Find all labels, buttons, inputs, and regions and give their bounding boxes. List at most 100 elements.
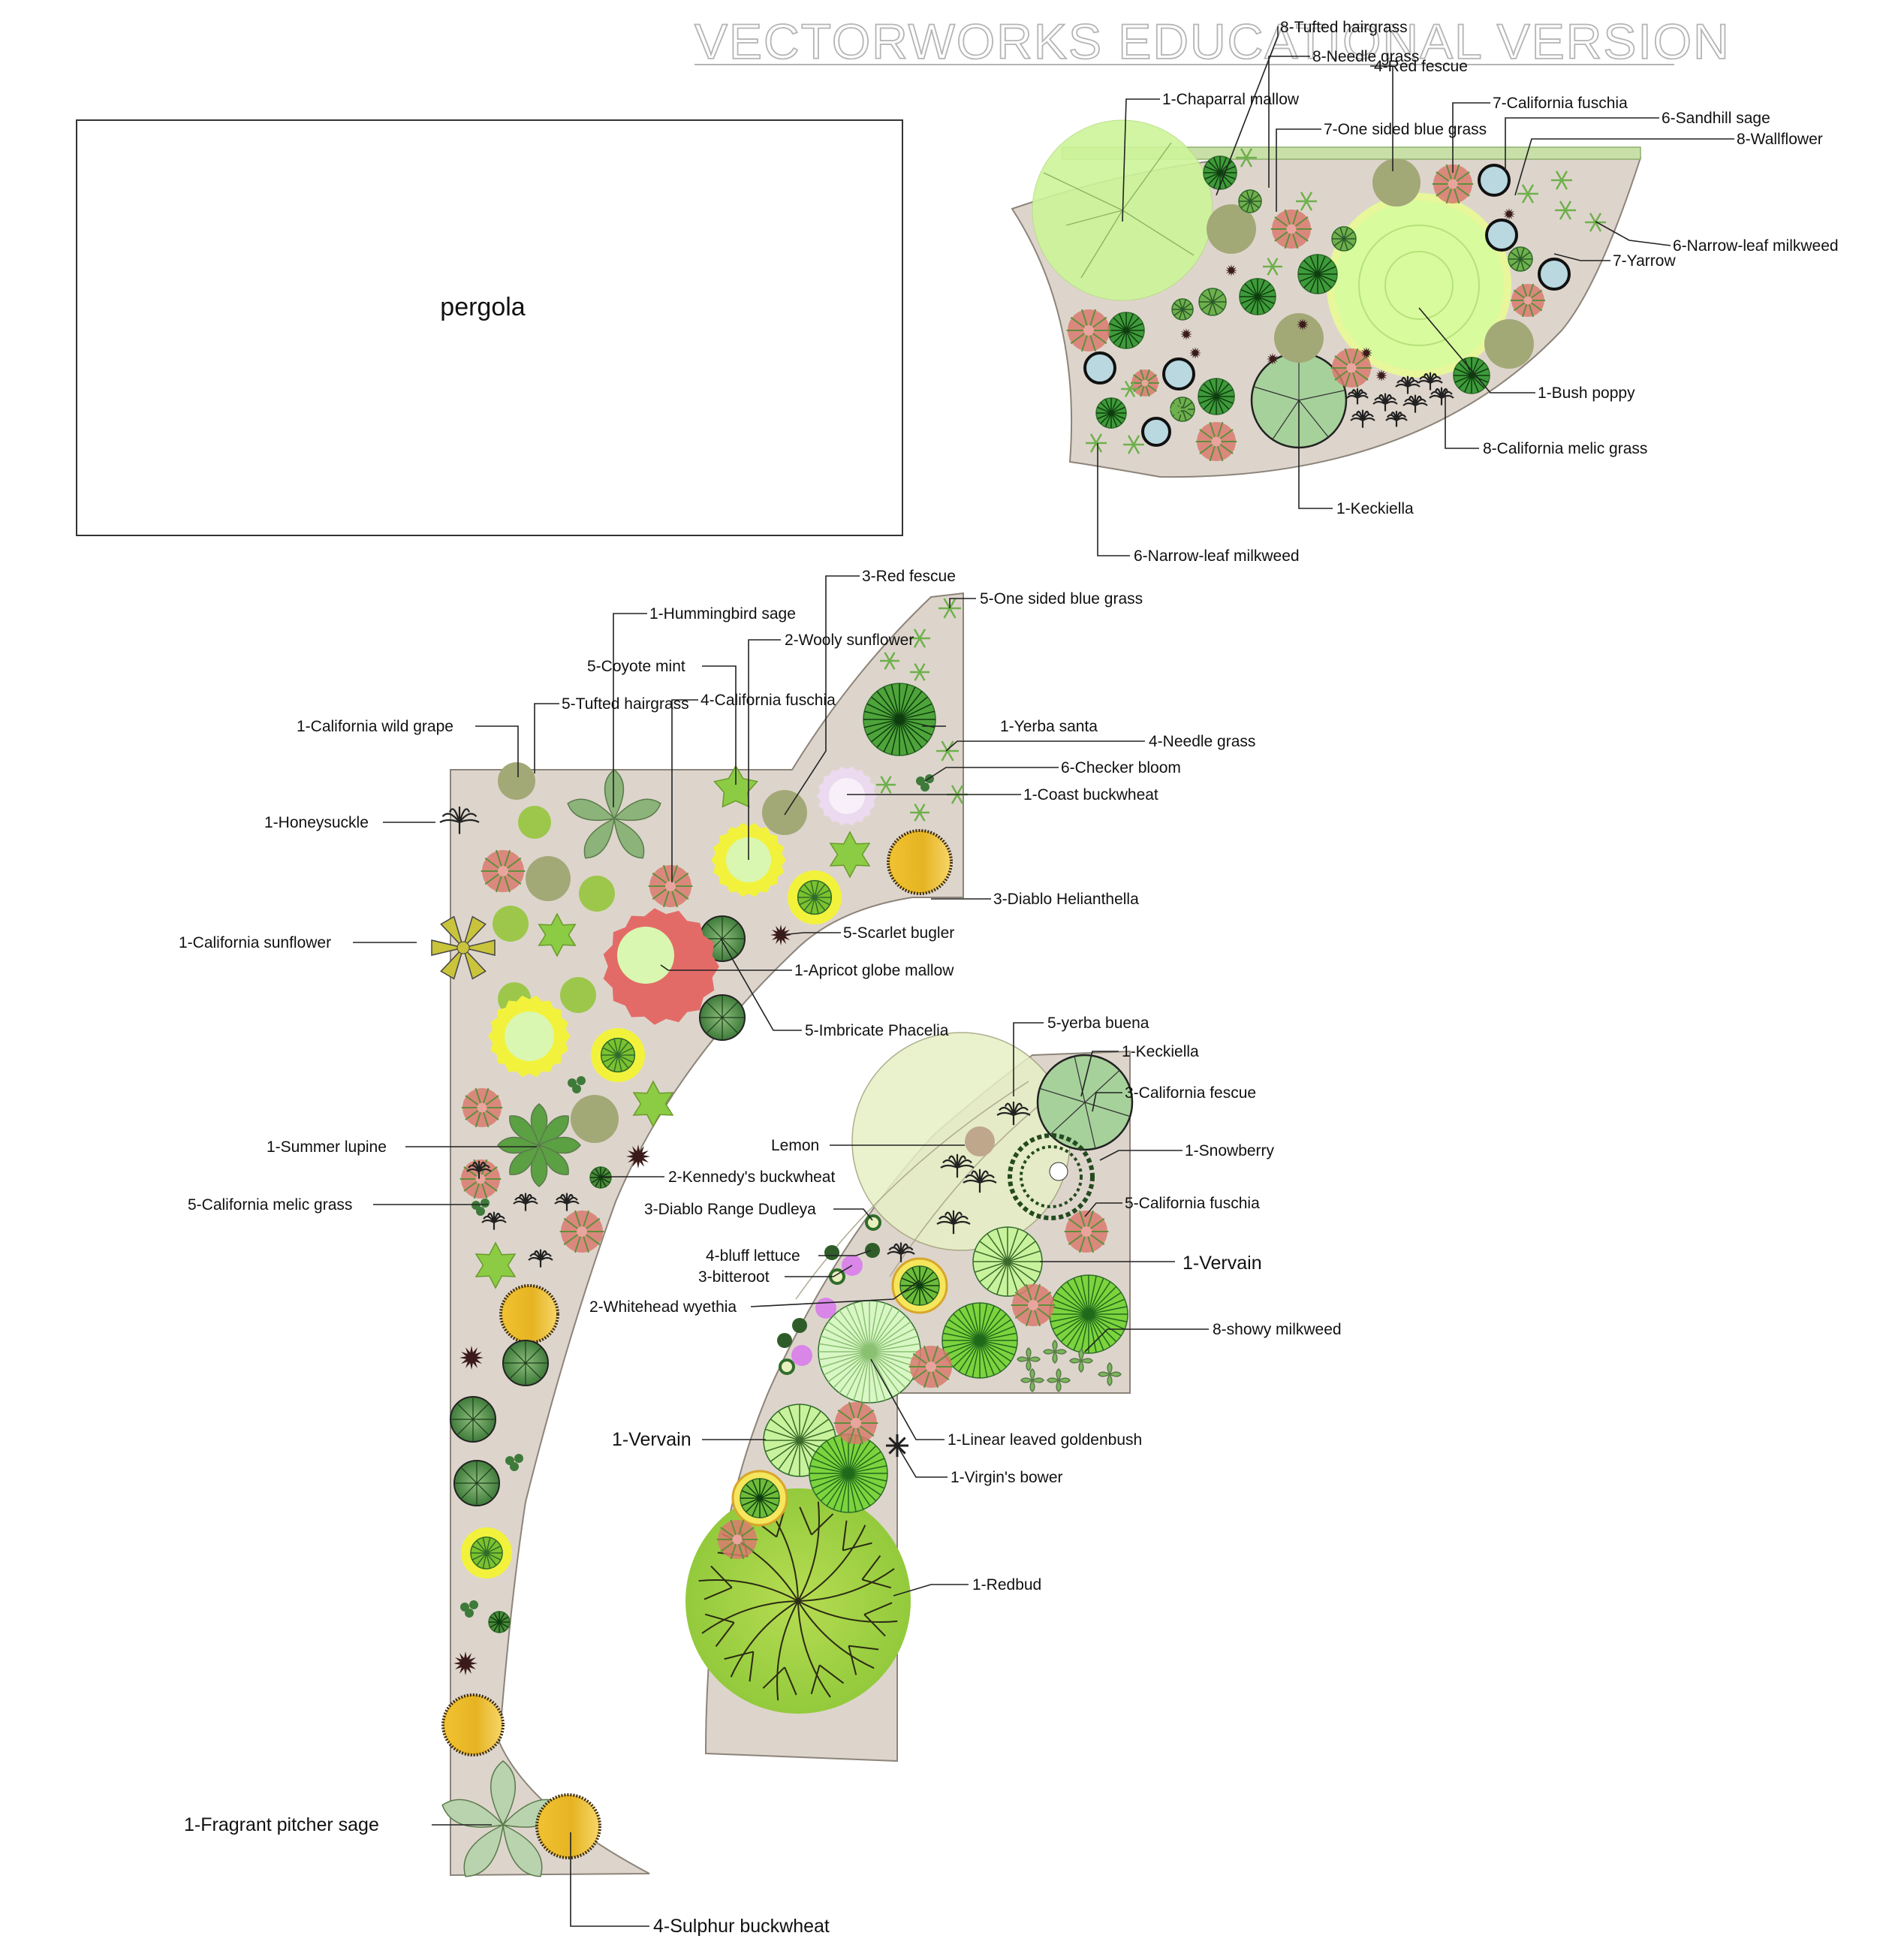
small-ring-symbol <box>865 1214 881 1231</box>
bluff-lettuce-symbol <box>824 1245 839 1260</box>
phacelia-symbol <box>699 994 746 1041</box>
sandhill-sage-symbol <box>1083 351 1116 384</box>
grass-sprig-symbol <box>880 652 899 670</box>
label-bluff-lettuce-4: 4-bluff lettuce <box>706 1247 800 1265</box>
small-ring-symbol <box>779 1358 795 1375</box>
leafy-perennial-symbol <box>497 1103 581 1187</box>
sandhill-sage-symbol <box>1478 164 1511 197</box>
label-california-fuschia-7: 7-California fuschia <box>1493 95 1628 112</box>
left-bed <box>431 592 968 1877</box>
leafy-perennial-symbol <box>567 769 661 859</box>
grass-sprig-symbol <box>1296 191 1317 211</box>
palm-grass-symbol <box>963 1168 997 1193</box>
bluff-lettuce-symbol <box>777 1333 792 1348</box>
label-narrow-leaf-milkweed-6-right: 6-Narrow-leaf milkweed <box>1673 237 1839 255</box>
spoked-grass-symbol <box>797 879 833 915</box>
spoked-grass-symbol <box>1453 357 1490 394</box>
bluff-lettuce-symbol <box>792 1318 807 1333</box>
dark-spiky-symbol <box>1360 347 1372 359</box>
label-diablo-range-dudleya-3: 3-Diablo Range Dudleya <box>644 1201 816 1218</box>
label-coast-buckwheat: 1-Coast buckwheat <box>1023 786 1158 804</box>
spoked-grass-symbol <box>470 1536 503 1570</box>
pergola-label: pergola <box>440 293 526 321</box>
label-yarrow-7: 7-Yarrow <box>1613 252 1676 270</box>
olive-shrub-symbol <box>526 856 571 901</box>
palm-grass-symbol <box>936 1210 971 1235</box>
label-chaparral-mallow: 1-Chaparral mallow <box>1162 91 1300 108</box>
whitehead-wyethia-symbol <box>891 1257 948 1314</box>
grass-sprig-symbol <box>910 663 929 681</box>
sandhill-sage-symbol <box>1538 258 1571 291</box>
keckiella-right-symbol <box>1036 1054 1134 1151</box>
spoked-grass-symbol <box>1508 246 1533 272</box>
spoked-grass-symbol <box>740 1478 780 1518</box>
phacelia-symbol <box>450 1396 496 1443</box>
label-kennedys-buckwheat-2: 2-Kennedy's buckwheat <box>668 1168 835 1186</box>
fuschia-symbol <box>1510 283 1546 318</box>
spoked-grass-symbol <box>972 1226 1043 1297</box>
label-vervain-left: 1-Vervain <box>612 1429 691 1450</box>
palm-grass-symbol <box>481 1211 507 1230</box>
label-coyote-mint-5: 5-Coyote mint <box>587 658 685 675</box>
bush-poppy-symbol <box>1327 193 1511 378</box>
grass-sprig-symbol <box>1263 258 1282 276</box>
fuschia-symbol <box>1066 309 1111 352</box>
label-bitteroot-3: 3-bitteroot <box>698 1268 770 1286</box>
spoked-grass-symbol <box>589 1166 612 1189</box>
sulphur-buckwheat-symbol <box>535 1793 601 1859</box>
olive-shrub-symbol <box>498 762 535 800</box>
palm-grass-symbol <box>887 1242 915 1262</box>
checker-bloom-symbol <box>460 1600 478 1618</box>
labels: 8-Tufted hairgrass 8-Needle grass 4-Red … <box>179 19 1839 1937</box>
grass-sprig-symbol <box>910 804 929 822</box>
grass-sprig-symbol <box>909 629 930 648</box>
label-showy-milkweed-8: 8-showy milkweed <box>1213 1321 1342 1338</box>
sulphur-buckwheat-symbol <box>887 829 953 895</box>
watermark: VECTORWORKS EDUCATIONAL VERSION <box>694 13 1730 70</box>
label-yerba-buena-5: 5-yerba buena <box>1047 1015 1149 1032</box>
dark-spiky-symbol <box>1297 318 1309 330</box>
dark-spiky-symbol <box>1503 208 1515 220</box>
palm-grass-symbol <box>554 1193 580 1211</box>
grass-sprig-symbol <box>1086 433 1107 453</box>
sandhill-sage-symbol <box>1485 219 1518 252</box>
spoked-grass-symbol <box>863 683 936 756</box>
label-fragrant-pitcher-sage: 1-Fragrant pitcher sage <box>184 1814 379 1835</box>
label-hummingbird-sage: 1-Hummingbird sage <box>649 605 796 623</box>
label-keckiella-right: 1-Keckiella <box>1122 1043 1199 1060</box>
snowberry-symbol <box>1008 1133 1095 1220</box>
lime-shrub-symbol <box>579 876 615 912</box>
dark-spiky-symbol <box>1225 264 1237 276</box>
olive-shrub-symbol <box>1274 313 1324 363</box>
fuschia-symbol <box>481 849 526 893</box>
fuschia-symbol <box>461 1087 503 1128</box>
fuschia-symbol <box>648 864 693 908</box>
olive-shrub-symbol <box>1207 204 1256 254</box>
sandhill-sage-symbol <box>1162 357 1195 390</box>
spoked-grass-symbol <box>1049 1274 1128 1354</box>
spoked-grass-symbol <box>1331 226 1357 252</box>
showy-milkweed-symbol <box>1098 1362 1122 1386</box>
label-sulphur-buckwheat-4: 4-Sulphur buckwheat <box>653 1916 830 1937</box>
spoked-grass-symbol <box>899 1265 940 1306</box>
spoked-grass-symbol <box>600 1037 636 1073</box>
grass-sprig-symbol <box>1517 184 1538 204</box>
phacelia-symbol <box>453 1460 500 1506</box>
label-linear-leaved-goldenbush: 1-Linear leaved goldenbush <box>948 1431 1142 1449</box>
grass-sprig-symbol <box>1123 435 1144 454</box>
checker-bloom-symbol <box>505 1454 523 1471</box>
leafy-perennial-symbol <box>1017 1347 1041 1371</box>
spoked-grass-symbol <box>1198 288 1227 316</box>
label-red-fescue-3: 3-Red fescue <box>862 568 956 585</box>
label-summer-lupine: 1-Summer lupine <box>267 1138 387 1156</box>
label-needle-grass-4: 4-Needle grass <box>1149 733 1255 750</box>
fuschia-symbol <box>559 1210 604 1253</box>
label-needle-grass-8: 8-Needle grass <box>1312 48 1419 65</box>
lime-shrub-symbol <box>518 806 551 839</box>
showy-milkweed-symbol <box>1069 1349 1093 1373</box>
dark-spiky-symbol <box>453 1651 478 1675</box>
label-one-sided-blue-grass-7: 7-One sided blue grass <box>1324 121 1487 138</box>
right-bed <box>685 1032 1134 1762</box>
apricot-globe-mallow-symbol <box>603 908 719 1025</box>
palm-grass-symbol <box>1418 372 1443 390</box>
